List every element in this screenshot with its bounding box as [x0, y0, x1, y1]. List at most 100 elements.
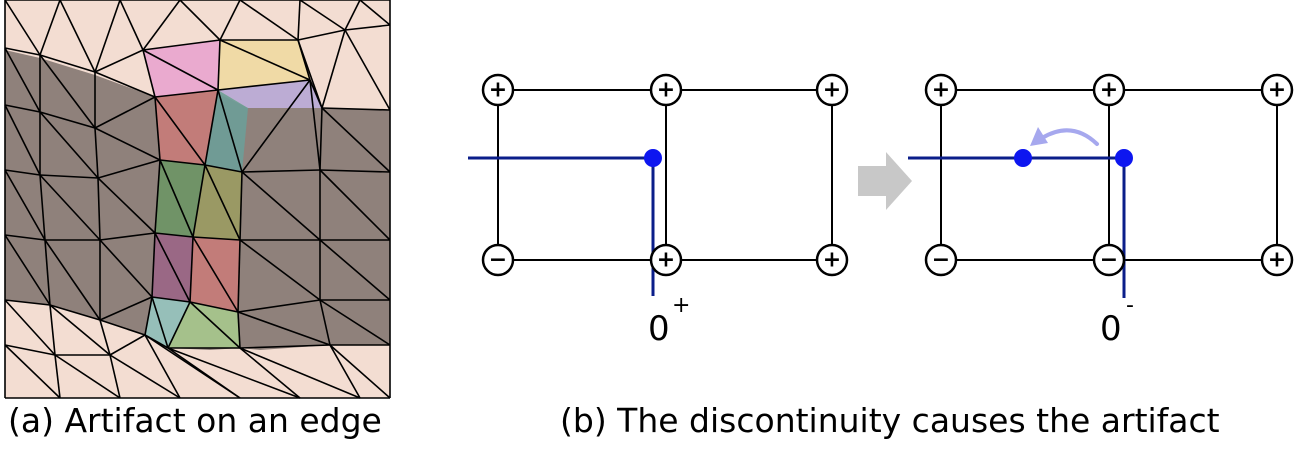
mesh-edge: [241, 171, 321, 241]
left-zero-label: 0: [648, 309, 670, 349]
mesh-edge: [144, 296, 153, 336]
mesh-edge: [321, 107, 391, 111]
mesh-edge: [167, 347, 301, 399]
mesh-edge: [4, 299, 56, 356]
mesh-edge: [4, 344, 61, 399]
patch-pink: [143, 40, 220, 97]
svg-text:+: +: [657, 78, 675, 103]
right-zero-label: 0: [1100, 309, 1122, 349]
svg-text:−: −: [932, 248, 950, 273]
right-zero-sup: -: [1126, 293, 1134, 318]
mesh-edge: [39, 174, 46, 241]
mesh-edge: [159, 159, 206, 166]
mesh-edge: [54, 354, 61, 399]
mesh-edge: [109, 354, 181, 399]
right-sign-bottom-right: +: [1260, 243, 1294, 277]
mesh-edge: [49, 304, 56, 356]
mesh-edge: [344, 24, 391, 31]
mesh-edge: [179, 0, 221, 41]
mesh-edge: [237, 239, 241, 313]
mesh-edge: [217, 79, 311, 91]
mesh-edge: [204, 164, 243, 173]
mesh-edge: [237, 311, 331, 346]
mesh-edge: [39, 0, 61, 56]
mesh-edge: [154, 232, 194, 238]
mesh-edge: [99, 239, 153, 298]
discontinuity-panel: + + + − +: [468, 73, 1294, 349]
mesh-edge: [99, 232, 156, 241]
mesh-edge: [94, 49, 144, 73]
svg-text:+: +: [1100, 78, 1118, 103]
mesh-edge: [4, 0, 41, 56]
mesh-edge: [4, 234, 51, 306]
mesh-edge: [4, 234, 46, 241]
mesh-edge: [237, 311, 241, 349]
mesh-edge: [109, 354, 121, 399]
mesh-edge: [154, 89, 219, 98]
patch-lavender: [218, 80, 322, 108]
left-cell-1: [497, 89, 667, 261]
mesh-edge: [359, 0, 391, 26]
mesh-edge: [4, 47, 41, 56]
mesh-edge: [154, 96, 206, 166]
left-zero-sup: +: [672, 293, 690, 318]
left-grid-cells: [497, 89, 833, 261]
mesh-edge: [217, 89, 243, 173]
mesh-edge: [241, 169, 321, 173]
right-cell-2: [1108, 89, 1278, 261]
left-contour-vertex: [644, 149, 662, 167]
mesh-edge: [109, 334, 146, 356]
svg-text:+: +: [1268, 248, 1286, 273]
patch-teal: [205, 90, 248, 172]
mesh-edge: [239, 0, 299, 41]
mesh-edge: [94, 96, 156, 129]
mesh-edge: [239, 344, 331, 349]
mesh-edge: [192, 236, 239, 313]
mesh-edge: [239, 347, 361, 399]
caption-b: (b) The discontinuity causes the artifac…: [560, 401, 1220, 440]
mesh-edge: [4, 47, 41, 113]
mesh-edge: [4, 104, 41, 176]
mesh-edge: [241, 79, 311, 173]
mesh-edge: [344, 29, 391, 111]
mesh-edge: [219, 0, 241, 41]
mesh-edge: [97, 159, 161, 179]
mesh-edge: [59, 0, 96, 73]
mesh-artifact-panel: [4, 0, 391, 399]
mesh-edge: [4, 344, 56, 356]
mesh-edge: [151, 296, 169, 349]
mesh-edge: [44, 239, 101, 321]
mesh-edge: [99, 296, 153, 321]
mesh-edge: [237, 299, 321, 313]
svg-text:+: +: [823, 78, 841, 103]
mesh-edge: [297, 0, 301, 41]
mesh-edge: [319, 169, 391, 241]
mesh-edge: [39, 174, 99, 179]
mesh-edge: [297, 29, 346, 41]
mesh-edge: [54, 354, 121, 399]
colored-patches: [143, 40, 322, 348]
mesh-edge: [119, 0, 144, 51]
mesh-edge: [97, 177, 101, 241]
right-cell-1: [940, 89, 1110, 261]
svg-text:−: −: [1100, 248, 1118, 273]
caption-a: (a) Artifact on an edge: [8, 401, 382, 440]
mesh-edge: [189, 301, 239, 313]
left-sign-bottom-right: +: [815, 243, 849, 277]
mesh-edge: [189, 236, 194, 303]
mesh-edge: [154, 96, 161, 161]
mesh-edge: [299, 0, 346, 31]
mesh-edge: [192, 236, 241, 241]
transition-arrow: [858, 152, 912, 210]
mesh-edge: [94, 71, 156, 98]
left-sign-bottom-left: −: [481, 243, 515, 277]
mesh-edge: [39, 54, 96, 129]
move-arrowhead: [1030, 127, 1048, 146]
svg-text:−: −: [489, 248, 507, 273]
mesh-edge: [239, 347, 301, 399]
left-sign-top-left: +: [481, 73, 515, 107]
left-sign-top-mid: +: [649, 73, 683, 107]
mesh-edge: [4, 104, 41, 113]
mesh-edge: [142, 49, 219, 91]
mesh-edge: [344, 0, 361, 31]
